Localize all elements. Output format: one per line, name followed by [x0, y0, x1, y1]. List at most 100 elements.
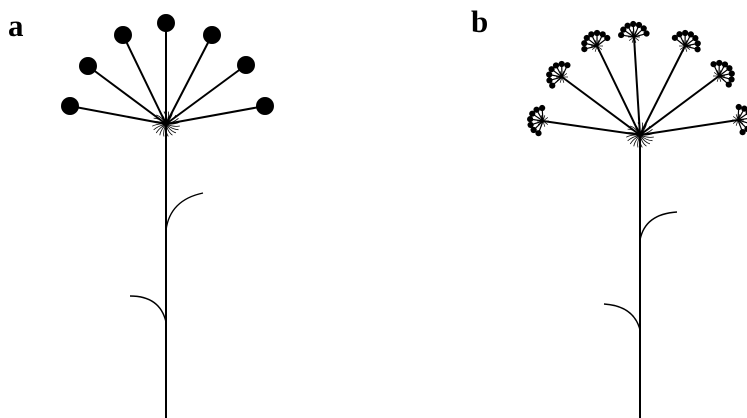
panel-a-ray-line: [69, 105, 167, 125]
panel-b-floret: [546, 77, 553, 84]
panel-b-floret: [726, 65, 733, 72]
panel-a-flower-head: [79, 57, 97, 75]
panel-b-floret: [546, 71, 553, 78]
panel-a-ray-6: [165, 56, 255, 125]
panel-a-rays: [61, 14, 274, 125]
panel-b-bract: [639, 134, 643, 148]
panel-b-floret: [599, 31, 606, 38]
panel-b-floret: [676, 31, 683, 38]
panel-b-ray-4: [618, 20, 650, 136]
panel-a-simple-umbel: a: [8, 8, 274, 418]
panel-b-floret: [535, 130, 542, 137]
panel-b-ray-line: [596, 45, 641, 136]
panel-a-ray-5: [165, 26, 221, 125]
panel-b-bract: [633, 134, 641, 147]
panel-b-involucel-bract: [542, 117, 549, 122]
panel-b-floret: [728, 70, 735, 77]
panel-b-floret: [581, 40, 588, 47]
panel-a-ray-line: [165, 34, 213, 125]
panel-b-umbellet-ray: [737, 119, 747, 124]
panel-b-floret: [635, 21, 643, 29]
panel-b-floret: [604, 34, 611, 42]
panel-b-floret: [716, 59, 723, 67]
panel-b-floret: [739, 129, 746, 136]
panel-a-ray-4: [157, 14, 175, 124]
panel-b-involucel-bract: [732, 116, 739, 121]
panel-b-involucel-bract: [542, 120, 549, 125]
panel-b-ray-line: [542, 120, 641, 136]
panel-b-involucel-bract: [682, 45, 686, 52]
panel-b-floret: [588, 31, 595, 38]
panel-b-bract: [639, 134, 647, 147]
panel-a-flower-head: [237, 56, 255, 74]
panel-a-ray-1: [61, 97, 167, 125]
panel-b-bract: [639, 134, 651, 145]
panel-a-flower-head: [256, 97, 274, 115]
panel-a-bract: [165, 123, 177, 134]
panel-b-floret: [593, 29, 601, 37]
panel-b-floret: [530, 126, 537, 134]
panel-b-floret: [548, 66, 555, 73]
panel-a-bract: [165, 123, 169, 137]
panel-b-ray-1: [527, 104, 641, 137]
panel-a-ray-7: [165, 97, 274, 125]
panel-b-ray-6: [639, 59, 735, 136]
panel-a-stem: [129, 124, 204, 418]
panel-b-involucel-bract: [716, 75, 720, 82]
panel-b-ray-line: [639, 119, 739, 136]
panel-b-floret: [741, 105, 747, 112]
panel-b-floret: [687, 31, 694, 38]
panel-b-floret: [643, 30, 650, 37]
panel-b-involucel-bract: [631, 36, 635, 43]
panel-a-bract: [163, 123, 167, 137]
panel-b-involucel-bract: [633, 36, 640, 41]
panel-b-involucel-bract: [561, 76, 568, 81]
panel-b-floret: [692, 35, 699, 42]
panel-a-ray-line: [122, 34, 167, 125]
panel-b-involucel-bract: [684, 45, 688, 52]
panel-b-floret: [539, 104, 546, 112]
panel-a-ray-3: [114, 26, 167, 125]
panel-b-floret: [549, 82, 556, 89]
panel-a-flower-head: [61, 97, 79, 115]
panel-b-floret: [529, 110, 536, 117]
panel-b-compound-umbel: b: [471, 4, 747, 418]
panel-b-ray-line: [561, 76, 641, 136]
panel-b-floret: [624, 22, 631, 29]
panel-a-ray-line: [87, 65, 167, 125]
panel-b-floret: [620, 26, 627, 33]
panel-b-floret: [630, 20, 637, 28]
panel-b-floret: [728, 76, 735, 83]
panel-b-umbellet-ray: [737, 118, 747, 121]
panel-b-involucel-bract: [732, 119, 739, 124]
panel-b-ray-7: [639, 103, 747, 136]
panel-b-involucel-bract: [542, 120, 546, 127]
panel-b-ray-line: [633, 36, 641, 136]
panel-b-floret: [583, 34, 590, 42]
panel-b-floret: [694, 46, 701, 53]
panel-a-ray-line: [165, 64, 247, 125]
panel-a-flower-head: [203, 26, 221, 44]
panel-b-floret: [725, 81, 732, 88]
panel-b-label: b: [471, 4, 488, 39]
panel-a-bract: [165, 123, 173, 136]
panel-b-involucel-bract: [594, 45, 598, 52]
panel-b-involucel-bract: [735, 119, 739, 126]
panel-a-bract: [159, 123, 167, 136]
panel-b-involucel-bract: [633, 36, 637, 43]
panel-b-floret: [721, 61, 729, 68]
panel-b-rays: [527, 20, 747, 137]
panel-b-floret: [527, 116, 534, 123]
panel-b-ray-5: [639, 29, 701, 136]
panel-a-label: a: [8, 8, 24, 43]
panel-b-leaf: [603, 303, 641, 331]
panel-b-involucel-bract: [596, 45, 603, 50]
panel-b-floret: [564, 62, 571, 69]
panel-b-stem: [603, 135, 678, 418]
panel-b-involucel-bract: [713, 75, 720, 80]
panel-b-bract: [639, 134, 653, 142]
panel-a-leaf: [165, 192, 204, 231]
panel-b-involucel-bract: [561, 76, 565, 83]
panel-b-ray-2: [546, 60, 641, 136]
panel-b-ray-line: [639, 45, 686, 136]
